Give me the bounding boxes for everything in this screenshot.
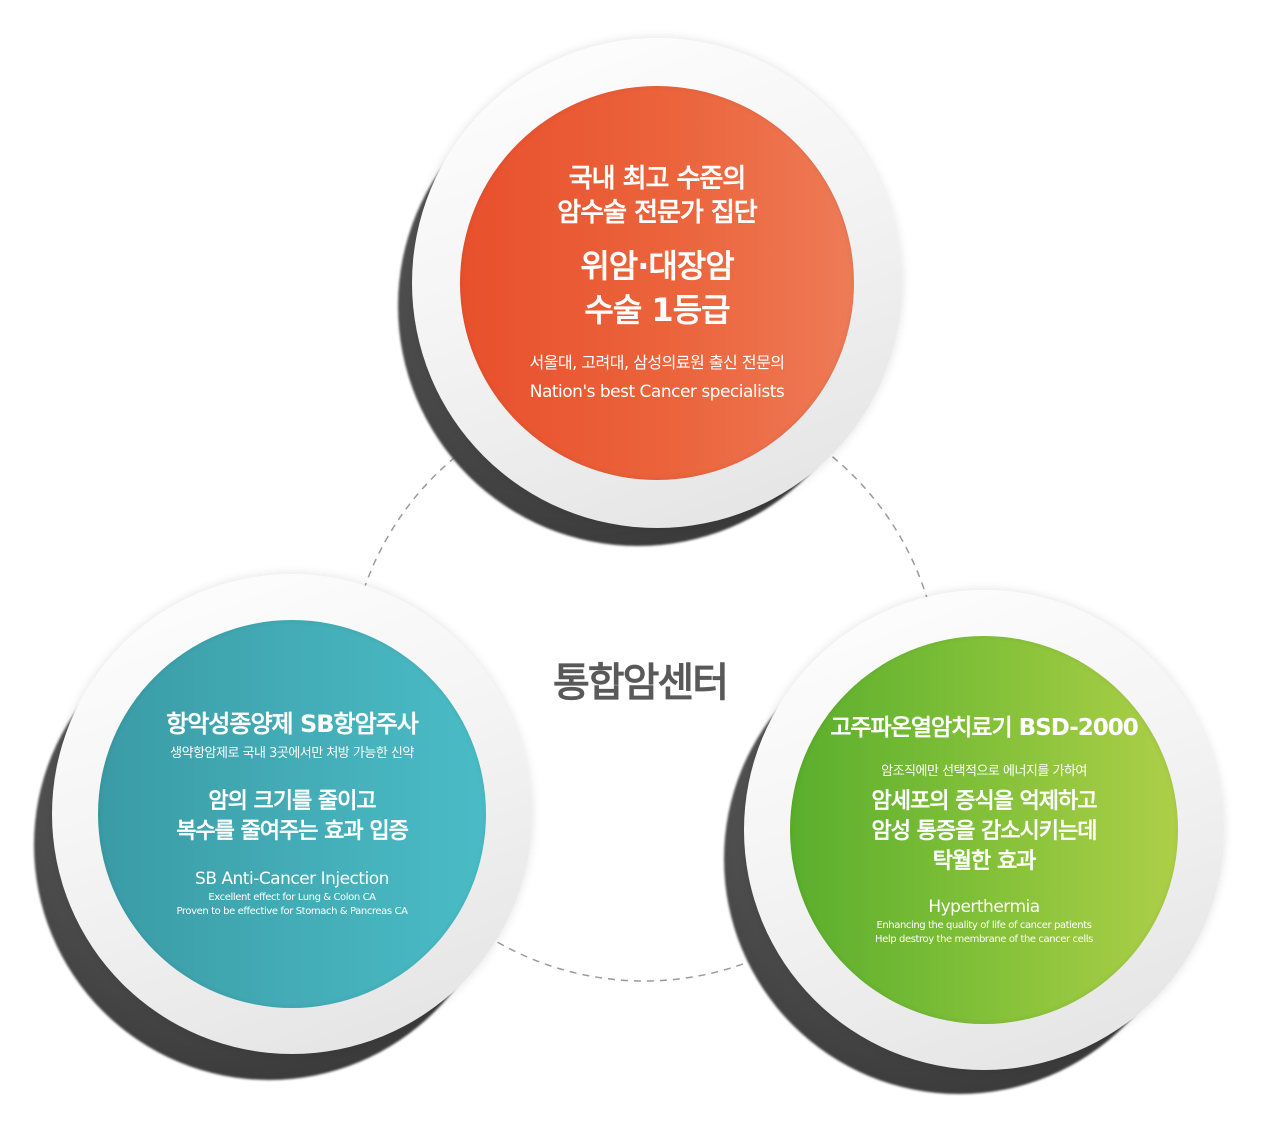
right-eng-title: Hyperthermia: [928, 897, 1040, 917]
right-mid-line2: 암성 통증을 감소시키는데: [871, 819, 1098, 844]
top-big-line2: 수술 1등급: [584, 291, 730, 329]
node-disc-orange: 국내 최고 수준의 암수술 전문가 집단 위암·대장암 수술 1등급 서울대, …: [460, 86, 854, 480]
top-head-line2: 암수술 전문가 집단: [557, 198, 757, 228]
node-cancer-surgery: 국내 최고 수준의 암수술 전문가 집단 위암·대장암 수술 1등급 서울대, …: [398, 38, 902, 546]
right-sub-korean: 암조직에만 선택적으로 에너지를 가하여: [881, 764, 1087, 779]
top-sub-korean: 서울대, 고려대, 삼성의료원 출신 전문의: [529, 353, 785, 372]
center-title: 통합암센터: [553, 660, 729, 706]
right-eng-line1: Enhancing the quality of life of cancer …: [876, 920, 1092, 931]
right-mid-line1: 암세포의 증식을 억제하고: [871, 789, 1098, 814]
node-disc-teal: 항악성종양제 SB항암주사 생약항암제로 국내 3곳에서만 처방 가능한 신약 …: [98, 620, 486, 1008]
left-eng-line2: Proven to be effective for Stomach & Pan…: [176, 906, 408, 917]
left-head: 항악성종양제 SB항암주사: [166, 710, 419, 738]
left-eng-line1: Excellent effect for Lung & Colon CA: [208, 892, 376, 903]
top-head-line1: 국내 최고 수준의: [568, 164, 747, 194]
node-sb-injection: 항악성종양제 SB항암주사 생약항암제로 국내 3곳에서만 처방 가능한 신약 …: [34, 574, 532, 1080]
top-sub-english: Nation's best Cancer specialists: [529, 382, 785, 402]
right-mid-line3: 탁월한 효과: [932, 849, 1037, 874]
left-mid-line1: 암의 크기를 줄이고: [208, 789, 376, 814]
left-sub-korean: 생약항암제로 국내 3곳에서만 처방 가능한 신약: [170, 746, 414, 761]
top-big-line1: 위암·대장암: [580, 247, 734, 285]
node-disc-green: 고주파온열암치료기 BSD-2000 암조직에만 선택적으로 에너지를 가하여 …: [790, 636, 1178, 1024]
left-mid-line2: 복수를 줄여주는 효과 입증: [176, 819, 409, 844]
right-eng-line2: Help destroy the membrane of the cancer …: [875, 934, 1093, 945]
left-eng-title: SB Anti-Cancer Injection: [195, 869, 389, 889]
node-hyperthermia: 고주파온열암치료기 BSD-2000 암조직에만 선택적으로 에너지를 가하여 …: [724, 590, 1224, 1094]
right-head: 고주파온열암치료기 BSD-2000: [830, 715, 1139, 741]
